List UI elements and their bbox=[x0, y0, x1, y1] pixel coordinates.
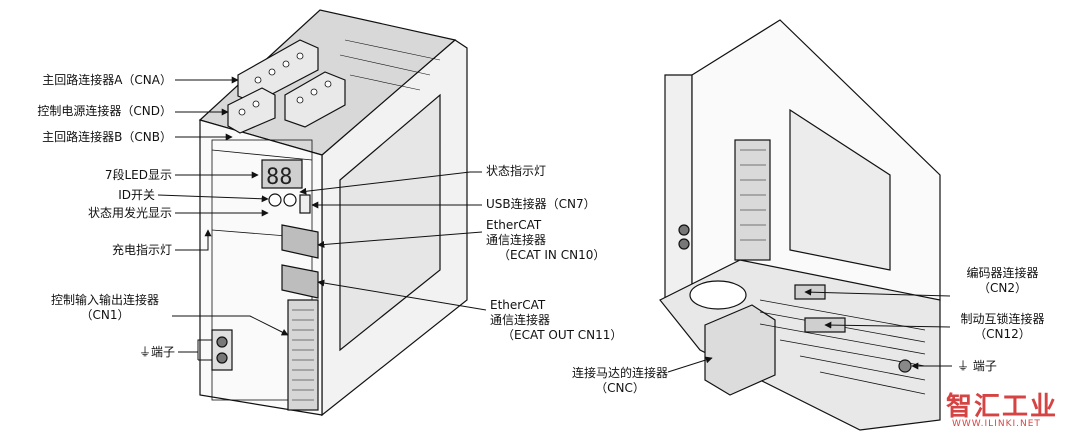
label-ecat-out-line1: EtherCAT bbox=[490, 298, 546, 312]
label-encoder-line1: 编码器连接器 bbox=[966, 266, 1039, 280]
label-encoder-line2: （CN2） bbox=[978, 281, 1027, 295]
label-motor-line2: （CNC） bbox=[595, 381, 645, 395]
label-ground-left: ⏚端子 bbox=[138, 345, 175, 359]
label-status-lamp: 状态指示灯 bbox=[486, 164, 547, 178]
label-cna: 主回路连接器A（CNA） bbox=[42, 73, 172, 87]
label-cn1-line1: 控制输入输出连接器 bbox=[50, 293, 159, 307]
label-ecat-in-line3: （ECAT IN CN10） bbox=[498, 248, 606, 262]
watermark-text: 智汇工业 bbox=[946, 392, 1059, 422]
label-brake-cn12: 制动互锁连接器 （CN12） bbox=[945, 312, 1060, 342]
label-cnb: 主回路连接器B（CNB） bbox=[42, 130, 172, 144]
label-7seg-led: 7段LED显示 bbox=[104, 168, 172, 182]
label-ecat-in: EtherCAT 通信连接器 （ECAT IN CN10） bbox=[486, 218, 605, 263]
label-cn1-line2: （CN1） bbox=[80, 308, 130, 322]
label-usb-cn7: USB连接器（CN7） bbox=[486, 197, 596, 211]
label-charge-lamp: 充电指示灯 bbox=[111, 243, 172, 257]
label-ecat-out: EtherCAT 通信连接器 （ECAT OUT CN11） bbox=[490, 298, 622, 343]
label-brake-line2: （CN12） bbox=[974, 327, 1031, 341]
label-id-switch: ID开关 bbox=[118, 188, 155, 202]
label-ground-right: ⏚ 端子 bbox=[957, 359, 997, 373]
label-motor-line1: 连接马达的连接器 bbox=[571, 366, 668, 380]
rear-drive-illustration bbox=[659, 19, 941, 431]
label-status-led: 状态用发光显示 bbox=[87, 206, 172, 220]
label-ecat-out-line3: （ECAT OUT CN11） bbox=[502, 328, 623, 342]
label-ecat-out-line2: 通信连接器 bbox=[490, 313, 551, 327]
label-motor-cnc: 连接马达的连接器 （CNC） bbox=[555, 366, 685, 396]
label-encoder-cn2: 编码器连接器 （CN2） bbox=[945, 266, 1060, 296]
label-ecat-in-line1: EtherCAT bbox=[486, 218, 542, 232]
leader-lines-right bbox=[667, 288, 952, 373]
watermark-url: WWW.ILINKI.NET bbox=[952, 419, 1041, 429]
label-cn1: 控制输入输出连接器 （CN1） bbox=[35, 293, 175, 323]
front-drive-illustration: 88 bbox=[198, 9, 468, 417]
label-ecat-in-line2: 通信连接器 bbox=[486, 233, 547, 247]
svg-text:88: 88 bbox=[266, 165, 293, 190]
label-brake-line1: 制动互锁连接器 bbox=[960, 312, 1045, 326]
leader-lines-left bbox=[157, 76, 487, 361]
label-cnd: 控制电源连接器（CND） bbox=[37, 104, 172, 118]
